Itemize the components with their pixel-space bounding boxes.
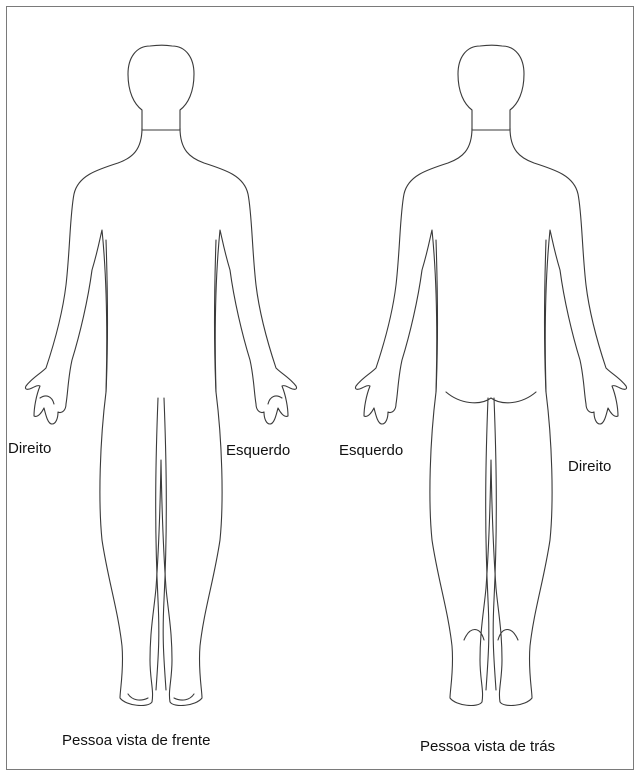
front-caption: Pessoa vista de frente [62, 732, 210, 750]
back-caption: Pessoa vista de trás [420, 738, 555, 756]
back-head [458, 45, 524, 130]
back-left-label: Esquerdo [339, 442, 403, 460]
front-body-outline [0, 0, 320, 776]
back-right-label: Direito [568, 458, 611, 476]
front-head [128, 45, 194, 130]
front-left-label: Esquerdo [226, 442, 290, 460]
back-silhouette [355, 128, 626, 705]
back-buttocks [446, 392, 536, 403]
back-body-outline [330, 0, 638, 776]
front-right-label: Direito [8, 440, 51, 458]
front-silhouette [25, 128, 296, 705]
